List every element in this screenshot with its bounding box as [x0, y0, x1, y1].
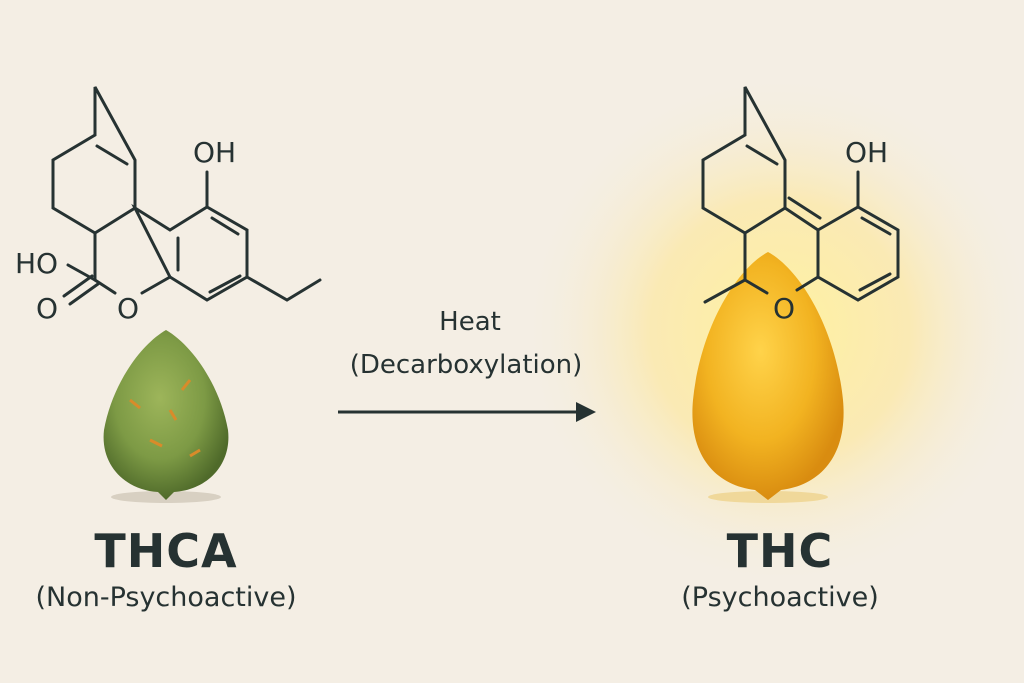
thc-title: THC [726, 524, 834, 578]
thca-bud-image [103, 330, 229, 503]
thc-ring-o-label: O [773, 292, 795, 325]
thc-description: (Psychoactive) [681, 582, 879, 613]
thca-ring-o-label: O [117, 292, 139, 325]
thc-structure [701, 86, 900, 304]
reaction-arrow [338, 402, 596, 422]
thca-carbonyl-o-label: O [36, 292, 58, 325]
thca-oh-label: OH [193, 136, 236, 169]
thca-structure [51, 86, 322, 306]
thca-description: (Non-Psychoactive) [35, 582, 297, 613]
process-heat-label: Heat [439, 307, 501, 337]
thc-bud-image [692, 252, 844, 503]
process-decarboxylation-label: (Decarboxylation) [349, 350, 583, 380]
thc-oh-label: OH [845, 136, 888, 169]
thca-title: THCA [94, 524, 238, 578]
thca-ho-label: HO [15, 247, 58, 280]
